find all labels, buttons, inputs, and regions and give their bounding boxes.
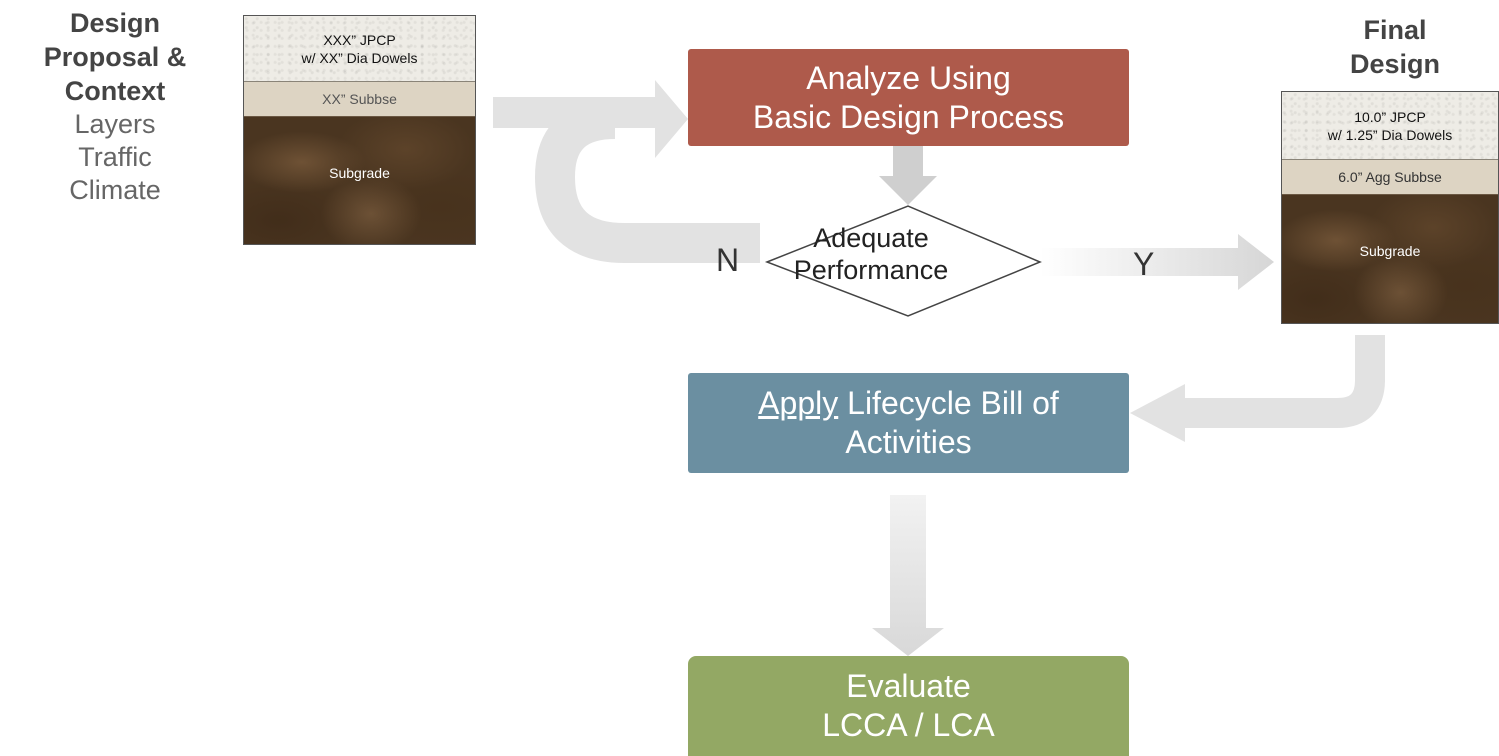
- subbase-layer: 6.0” Agg Subbse: [1282, 160, 1498, 195]
- arrow-decision-to-final: [1040, 234, 1274, 290]
- pcc-label-line2: w/ XX” Dia Dowels: [301, 49, 418, 66]
- final-design-header: Final Design: [1300, 13, 1490, 81]
- context-item-layers: Layers: [74, 109, 156, 139]
- evaluate-line1: Evaluate: [846, 668, 971, 704]
- decision-line2: Performance: [793, 255, 949, 285]
- proposal-pavement-section: XXX” JPCP w/ XX” Dia Dowels XX” Subbse S…: [243, 15, 476, 245]
- header-line: Final: [1363, 15, 1427, 45]
- decision-label: Adequate Performance: [786, 222, 956, 286]
- header-line: Design: [1349, 49, 1441, 79]
- apply-line1-rest: Lifecycle Bill of: [838, 385, 1059, 421]
- subbase-label: XX” Subbse: [322, 91, 397, 107]
- subbase-label: 6.0” Agg Subbse: [1338, 169, 1442, 185]
- pcc-layer: 10.0” JPCP w/ 1.25” Dia Dowels: [1282, 92, 1498, 160]
- evaluate-line2: LCCA / LCA: [822, 707, 995, 743]
- design-proposal-header: Design Proposal & Context Layers Traffic…: [20, 6, 210, 207]
- context-item-climate: Climate: [69, 175, 161, 205]
- decision-diamond: [764, 205, 1042, 317]
- decision-line1: Adequate: [813, 223, 929, 253]
- apply-link-word: Apply: [758, 385, 839, 421]
- subgrade-label: Subgrade: [1359, 243, 1421, 259]
- subgrade-label: Subgrade: [329, 165, 390, 181]
- pcc-label-line1: XXX” JPCP: [323, 31, 396, 48]
- header-line: Design: [69, 8, 161, 38]
- pcc-layer: XXX” JPCP w/ XX” Dia Dowels: [244, 16, 475, 82]
- subbase-layer: XX” Subbse: [244, 82, 475, 117]
- arrow-final-to-apply: [1185, 335, 1385, 428]
- yes-branch-label: Y: [1133, 246, 1155, 282]
- subgrade-layer: Subgrade: [244, 117, 475, 244]
- no-branch-label: N: [716, 242, 740, 278]
- header-line: Context: [64, 76, 166, 106]
- pcc-label-line1: 10.0” JPCP: [1354, 108, 1426, 125]
- arrow-analyze-to-decision: [879, 146, 937, 205]
- final-pavement-section: 10.0” JPCP w/ 1.25” Dia Dowels 6.0” Agg …: [1281, 91, 1499, 324]
- pcc-label-line2: w/ 1.25” Dia Dowels: [1327, 126, 1453, 143]
- arrow-loop-back: [534, 99, 760, 263]
- evaluate-step-box: Evaluate LCCA / LCA: [688, 656, 1129, 756]
- analyze-line1: Analyze Using: [806, 59, 1011, 96]
- subgrade-layer: Subgrade: [1282, 195, 1498, 323]
- arrow-apply-to-evaluate: [872, 495, 944, 656]
- analyze-line2: Basic Design Process: [752, 98, 1065, 135]
- apply-line2: Activities: [845, 424, 972, 460]
- context-item-traffic: Traffic: [78, 142, 152, 172]
- apply-step-box: Apply Lifecycle Bill of Activities: [688, 373, 1129, 473]
- analyze-step-box: Analyze Using Basic Design Process: [688, 49, 1129, 146]
- header-line: Proposal &: [43, 42, 187, 72]
